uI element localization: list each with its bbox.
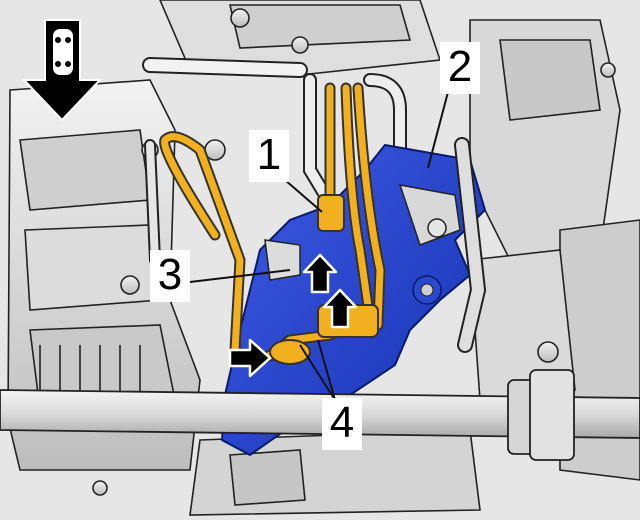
leader-4b bbox=[317, 339, 336, 401]
callout-2: 2 bbox=[440, 42, 480, 94]
callout-4: 4 bbox=[322, 398, 362, 450]
cross-bar bbox=[0, 369, 640, 461]
leader-1 bbox=[284, 179, 323, 213]
arrow-right bbox=[228, 338, 272, 378]
highlighted-component-2 bbox=[220, 143, 487, 457]
arrow-up-1 bbox=[302, 253, 338, 294]
black-arrow-icon bbox=[228, 253, 358, 378]
silver-hoses bbox=[142, 57, 407, 202]
leader-3 bbox=[189, 269, 291, 283]
callout-3: 3 bbox=[150, 250, 190, 302]
arrow-up-2 bbox=[322, 288, 358, 329]
callout-1: 1 bbox=[249, 130, 289, 182]
down-arrow-with-car-icon bbox=[21, 19, 103, 122]
leader-2 bbox=[427, 91, 449, 169]
support-rod bbox=[144, 137, 487, 353]
leader-lines bbox=[189, 91, 449, 401]
leader-4a bbox=[299, 344, 336, 401]
